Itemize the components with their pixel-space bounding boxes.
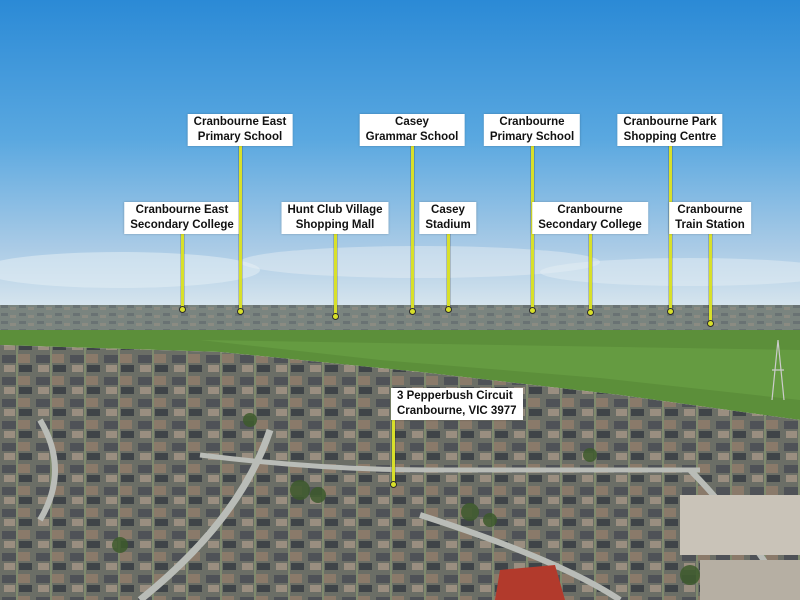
- landmark-label-line: Cranbourne East: [135, 204, 229, 216]
- landmark-label-line: Grammar School: [365, 131, 459, 143]
- landmark-pin-dot: [178, 306, 186, 313]
- landmark-label-line: Cranbourne: [499, 116, 565, 128]
- landmark-pin-dot: [444, 306, 452, 313]
- landmark-pin-stem: [410, 146, 414, 311]
- landmark-label-line: Train Station: [675, 219, 745, 231]
- landmark-pin-stem: [446, 234, 450, 309]
- landmark-pin-dot: [528, 307, 536, 314]
- landmark-pin-stem: [333, 234, 337, 316]
- landmark-label-line: Primary School: [489, 131, 575, 143]
- landmark-label-line: Shopping Mall: [295, 219, 375, 231]
- landmark-pin-dot: [666, 308, 674, 315]
- landmark-pin-dot: [586, 309, 594, 316]
- subject-pin-stem: [391, 420, 395, 484]
- landmark-pin-dot: [331, 313, 339, 320]
- landmark-label-line: Cranbourne Park: [623, 116, 717, 128]
- subject-pin-dot: [389, 481, 397, 488]
- landmark-pin-stem: [530, 146, 534, 310]
- landmark-pin-stem: [708, 234, 712, 323]
- landmark-label-line: Hunt Club Village: [287, 204, 383, 216]
- subject-property-label: 3 Pepperbush Circuit Cranbourne, VIC 397…: [391, 388, 523, 420]
- landmark-label-line: Cranbourne East: [193, 116, 287, 128]
- landmark-pin-dot: [706, 320, 714, 327]
- landmark-pin-dot: [408, 308, 416, 315]
- subject-suburb-line: Cranbourne, VIC 3977: [397, 405, 517, 417]
- landmark-pin-stem: [588, 234, 592, 312]
- landmark-label-line: Cranbourne: [557, 204, 623, 216]
- landmark-label-line: Cranbourne: [677, 204, 743, 216]
- landmark-label-line: Casey: [395, 116, 429, 128]
- landmark-pin-dot: [236, 308, 244, 315]
- landmark-pin-stem: [238, 146, 242, 311]
- landmark-label-line: Casey: [431, 204, 465, 216]
- landmark-label-line: Secondary College: [130, 219, 234, 231]
- landmark-label-line: Primary School: [197, 131, 283, 143]
- landmark-pin-stem: [180, 234, 184, 309]
- subject-address-line: 3 Pepperbush Circuit: [397, 390, 513, 402]
- landmark-label-line: Stadium: [425, 219, 471, 231]
- landmark-label-line: Shopping Centre: [623, 131, 717, 143]
- landmark-label-line: Secondary College: [538, 219, 642, 231]
